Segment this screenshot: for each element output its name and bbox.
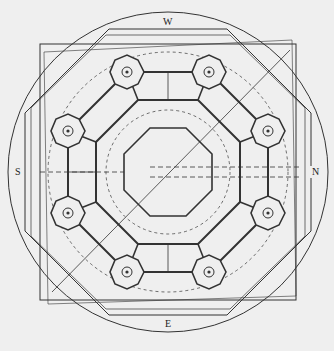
compass-label: S (13, 166, 23, 178)
compass-label: E (163, 318, 173, 330)
compass-label: W (161, 16, 174, 28)
compass-label: N (310, 166, 321, 178)
